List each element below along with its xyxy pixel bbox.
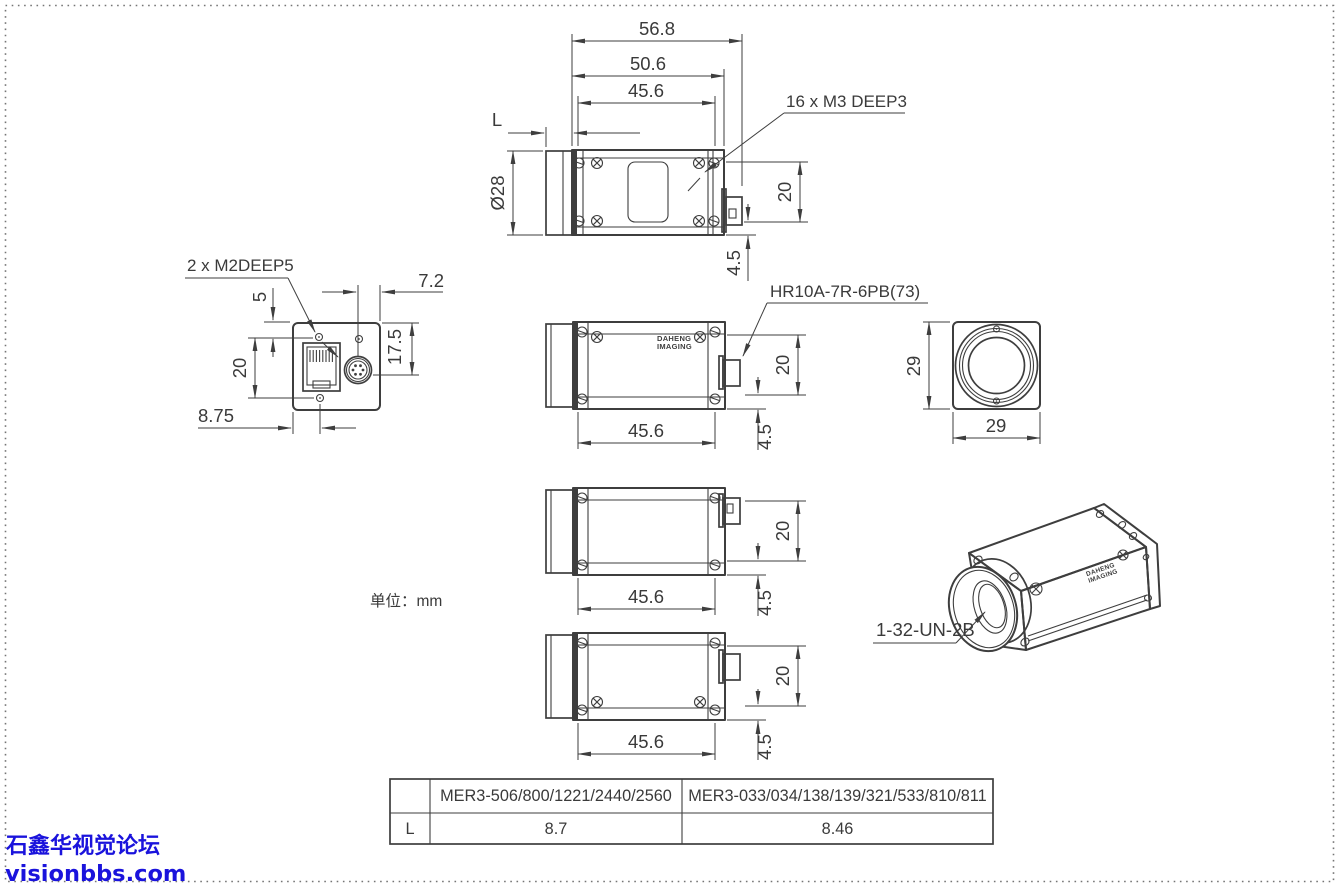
dim-fourfive-sv1: 4.5 xyxy=(754,424,775,450)
label-connector: HR10A-7R-6PB(73) xyxy=(770,282,920,301)
hirose-connector xyxy=(343,355,373,385)
iso-lens-front xyxy=(947,565,1019,653)
dim-fourfive-sv3: 4.5 xyxy=(754,734,775,760)
leader-screw-rear xyxy=(287,277,316,333)
side-view-fourth: 45.6 20 4.5 xyxy=(546,633,806,760)
table-header-models-a: MER3-506/800/1221/2440/2560 xyxy=(440,787,672,805)
hirose-connector-side xyxy=(722,359,741,387)
leader-screw-top xyxy=(704,112,785,173)
lens-mount-ring xyxy=(954,323,1039,408)
dim-seventeen-five: 17.5 xyxy=(384,329,405,365)
dim-width-front: 29 xyxy=(986,415,1007,436)
dim-mount-sv1: 45.6 xyxy=(628,420,664,441)
dim-overall: 56.8 xyxy=(639,18,675,39)
table-cell-param: L xyxy=(405,820,414,838)
dim-seven-two: 7.2 xyxy=(418,270,444,291)
daheng-logo-line2: IMAGING xyxy=(657,342,692,351)
watermark-forum-name: 石鑫华视觉论坛 xyxy=(5,833,160,859)
table-cell-value-b: 8.46 xyxy=(822,820,854,838)
label-screw-top: 16 x M3 DEEP3 xyxy=(786,92,907,111)
dim-height-front: 29 xyxy=(903,356,924,377)
size-table: MER3-506/800/1221/2440/2560 MER3-033/034… xyxy=(389,778,994,845)
m2-hole-bottom xyxy=(315,393,325,403)
dim-twenty-sv3: 20 xyxy=(772,666,793,687)
leader-lens-thread xyxy=(955,611,986,644)
dim-lens-diameter: Ø28 xyxy=(487,176,508,211)
rear-view: 2 x M2DEEP5 5 20 17.5 7.2 8.75 xyxy=(185,256,444,434)
dim-mount-sv2: 45.6 xyxy=(628,586,664,607)
dim-five: 5 xyxy=(249,292,270,302)
watermark-site-url: visionbbs.com xyxy=(5,861,186,887)
dim-body-length: 50.6 xyxy=(630,53,666,74)
unit-note: 单位：mm xyxy=(370,592,442,610)
rj45-jack xyxy=(302,342,341,392)
iso-daheng-logo: DAHENG IMAGING xyxy=(1085,562,1119,585)
top-view: 16 x M3 DEEP3 56.8 50.6 45.6 L Ø28 20 xyxy=(487,18,907,281)
dim-eight-seven-five: 8.75 xyxy=(198,405,234,426)
watermark: 石鑫华视觉论坛 visionbbs.com xyxy=(5,833,186,887)
label-screw-rear: 2 x M2DEEP5 xyxy=(187,256,294,275)
dim-fourfive-sv2: 4.5 xyxy=(754,590,775,616)
small-hole-right xyxy=(354,334,364,344)
isometric-view: DAHENG IMAGING 1-32-UN-2B xyxy=(873,503,1161,653)
side-view-third: 45.6 20 4.5 xyxy=(546,488,806,616)
dim-lens-protrusion: L xyxy=(492,109,502,130)
iso-rear-plate xyxy=(1093,503,1161,610)
dim-twenty-sv1: 20 xyxy=(772,355,793,376)
front-view: 29 29 xyxy=(903,321,1041,444)
label-lens-thread: 1-32-UN-2B xyxy=(876,619,975,640)
leader-connector xyxy=(742,302,768,357)
iso-side-face xyxy=(1020,546,1151,651)
daheng-logo-line1: DAHENG xyxy=(657,334,691,343)
dim-twenty-top: 20 xyxy=(774,182,795,203)
dim-fourfive-top: 4.5 xyxy=(723,250,744,276)
iso-cross-screw-rear xyxy=(1117,549,1129,561)
top-cover-recess xyxy=(627,161,669,223)
dotted-page-border xyxy=(4,4,1335,883)
connector-body xyxy=(725,196,743,226)
iso-cross-screw-front xyxy=(1029,582,1043,596)
side-view-middle: DAHENG IMAGING HR10A-7R-6PB(73) 45.6 20 … xyxy=(546,282,928,450)
dim-twenty-sv2: 20 xyxy=(772,521,793,542)
hirose-connector-side2 xyxy=(722,497,741,525)
table-header-models-b: MER3-033/034/138/139/321/533/810/811 xyxy=(688,787,986,805)
dim-mount-top: 45.6 xyxy=(628,80,664,101)
rj45-pins xyxy=(309,350,333,362)
dim-twenty-rear: 20 xyxy=(229,358,250,379)
m2-hole-top xyxy=(314,332,324,342)
table-cell-value-a: 8.7 xyxy=(545,820,568,838)
dim-mount-sv3: 45.6 xyxy=(628,731,664,752)
hirose-connector-side3 xyxy=(722,653,741,681)
